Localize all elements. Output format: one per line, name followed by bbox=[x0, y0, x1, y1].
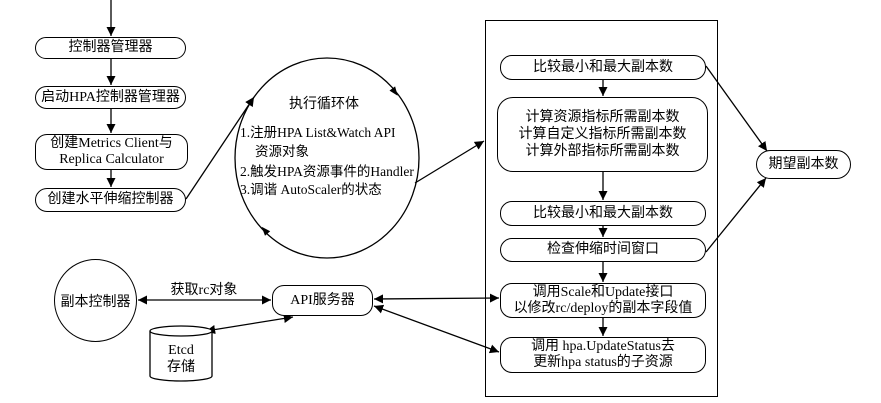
create-hpa-controller-label: 创建水平伸缩控制器 bbox=[47, 192, 174, 207]
compute-external-line: 计算外部指标所需副本数 bbox=[525, 144, 680, 159]
update-status-line-2: 更新hpa status的子资源 bbox=[533, 355, 673, 370]
loop-arrowhead-top-right bbox=[389, 86, 398, 96]
compute-custom-line: 计算自定义指标所需副本数 bbox=[518, 127, 687, 142]
compare-minmax-label-2: 比较最小和最大副本数 bbox=[533, 205, 673, 221]
compare-minmax-label-1: 比较最小和最大副本数 bbox=[533, 59, 673, 75]
desired-replicas-label: 期望副本数 bbox=[768, 156, 839, 172]
create-metrics-box: 创建Metrics Client与 Replica Calculator bbox=[35, 134, 188, 170]
loop-item-1-cont: 资源对象 bbox=[255, 144, 309, 159]
arrow-api-server-call-scale bbox=[373, 293, 500, 304]
compare-minmax-box-2: 比较最小和最大副本数 bbox=[500, 201, 706, 226]
create-metrics-line-1: 创建Metrics Client与 bbox=[50, 136, 173, 151]
arrow-check-window-to-desired bbox=[705, 177, 767, 253]
compute-resource-line: 计算资源指标所需副本数 bbox=[525, 110, 680, 125]
compare-minmax-box-1: 比较最小和最大副本数 bbox=[500, 55, 706, 80]
replica-controller-label: 副本控制器 bbox=[60, 294, 131, 310]
arrow-api-server-etcd bbox=[205, 313, 294, 335]
loop-title: 执行循环体 bbox=[289, 97, 359, 112]
etcd-cylinder bbox=[149, 325, 213, 382]
create-metrics-line-2: Replica Calculator bbox=[59, 152, 164, 167]
call-scale-line-2: 以修改rc/deploy的副本字段值 bbox=[513, 300, 693, 316]
arrow-api-server-update-status bbox=[373, 304, 500, 354]
arrow-loop-to-main-flow bbox=[414, 140, 485, 184]
desired-replicas-box: 期望副本数 bbox=[756, 150, 851, 179]
main-flow-frame bbox=[485, 20, 718, 397]
update-status-box: 调用 hpa.UpdateStatus去 更新hpa status的子资源 bbox=[500, 337, 706, 373]
etcd-storage-label: 存储 bbox=[167, 360, 195, 375]
update-status-line-1: 调用 hpa.UpdateStatus去 bbox=[531, 339, 675, 354]
start-hpa-label: 启动HPA控制器管理器 bbox=[41, 89, 180, 105]
loop-item-1: 1.注册HPA List&Watch API bbox=[240, 125, 396, 140]
arrow-hpa-controller-to-loop bbox=[185, 96, 255, 200]
controller-manager-label: 控制器管理器 bbox=[68, 40, 153, 55]
create-hpa-controller-box: 创建水平伸缩控制器 bbox=[35, 188, 186, 212]
controller-manager-box: 控制器管理器 bbox=[35, 37, 186, 59]
loop-arrowhead-bottom-left bbox=[261, 226, 271, 236]
arrow-compare1-to-desired bbox=[705, 65, 768, 152]
loop-item-2: 2.触发HPA资源事件的Handler bbox=[240, 164, 414, 179]
get-rc-label: 获取rc对象 bbox=[170, 283, 238, 298]
compute-replicas-box: 计算资源指标所需副本数 计算自定义指标所需副本数 计算外部指标所需副本数 bbox=[497, 97, 708, 172]
loop-item-3: 3.调谐 AutoScaler的状态 bbox=[240, 182, 382, 197]
api-server-label: API服务器 bbox=[290, 292, 355, 308]
call-scale-box: 调用Scale和Update接口 以修改rc/deploy的副本字段值 bbox=[500, 283, 706, 318]
check-window-box: 检查伸缩时间窗口 bbox=[500, 238, 706, 262]
api-server-box: API服务器 bbox=[272, 285, 373, 316]
check-window-label: 检查伸缩时间窗口 bbox=[547, 242, 659, 257]
loop-circle bbox=[234, 57, 420, 259]
call-scale-line-1: 调用Scale和Update接口 bbox=[532, 284, 674, 300]
start-hpa-box: 启动HPA控制器管理器 bbox=[35, 86, 186, 109]
replica-controller-circle: 副本控制器 bbox=[54, 259, 137, 342]
etcd-label: Etcd bbox=[168, 343, 194, 358]
